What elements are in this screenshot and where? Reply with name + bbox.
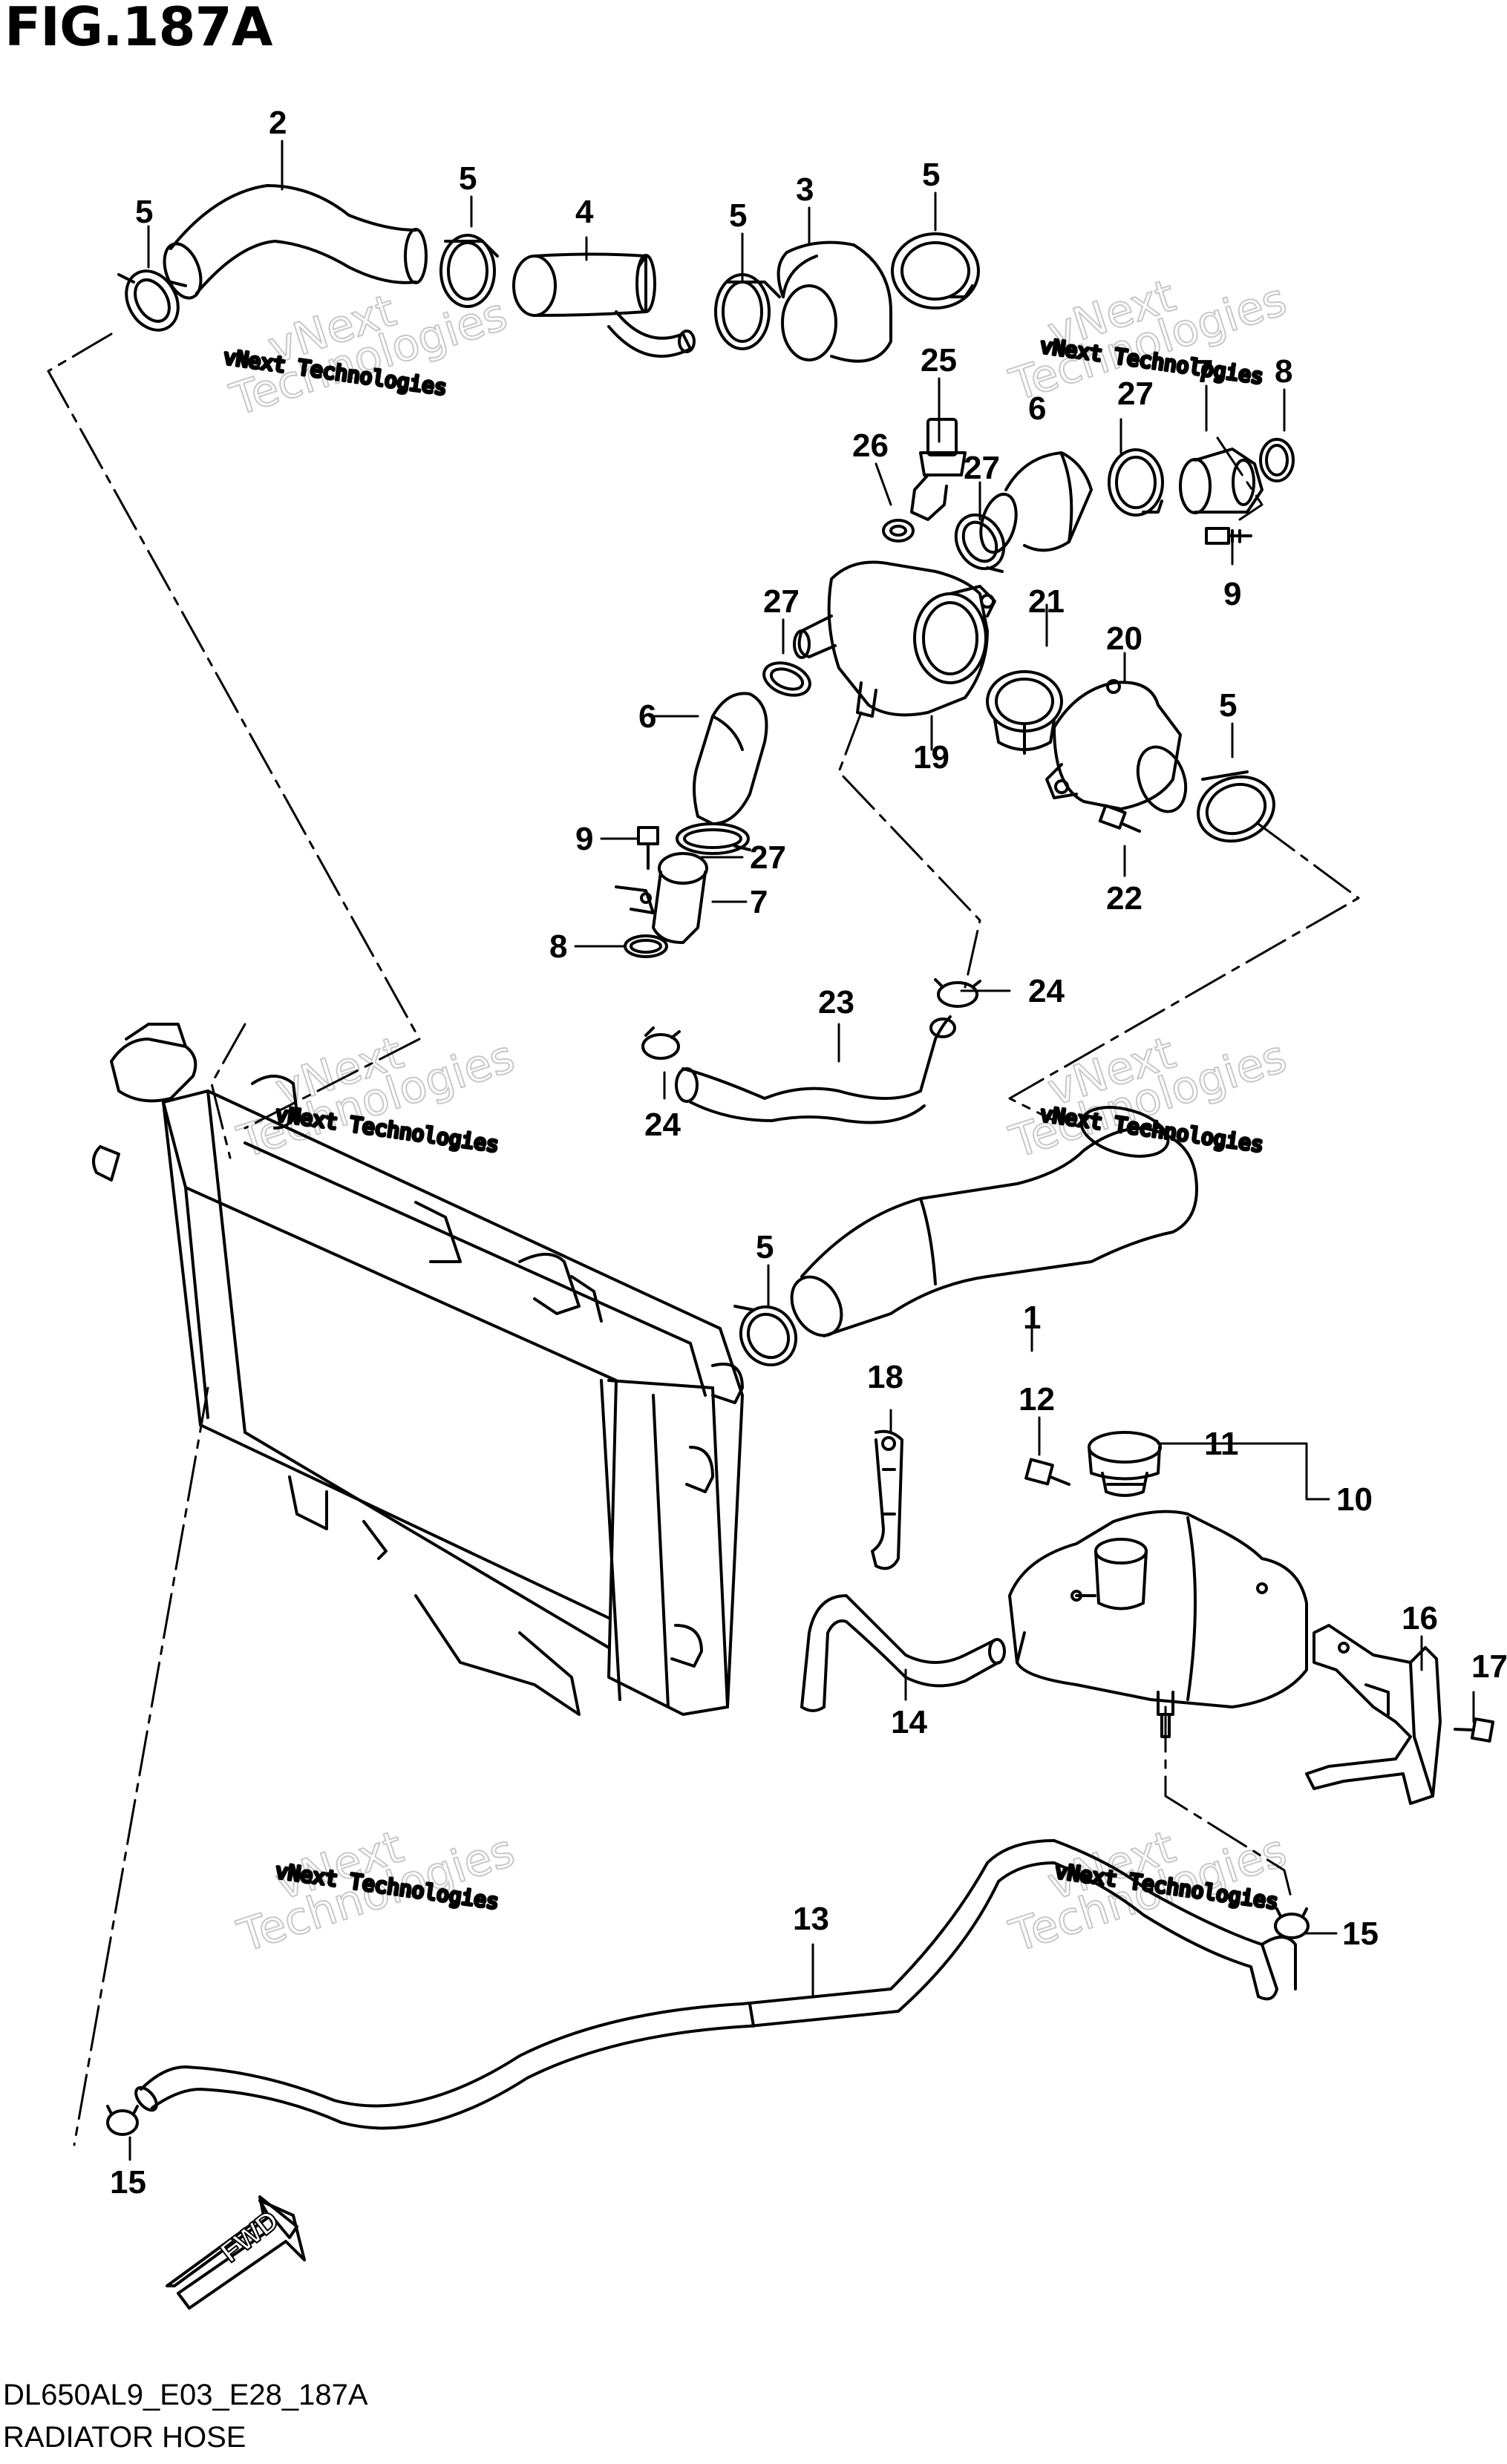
callout-5: 5 bbox=[729, 197, 747, 234]
callout-27: 27 bbox=[1117, 376, 1154, 412]
part-11-cap bbox=[1088, 1431, 1162, 1497]
clamp-27 bbox=[954, 513, 1006, 573]
clamp-27 bbox=[1108, 448, 1164, 517]
part-8-oring-upper bbox=[1259, 438, 1295, 482]
callout-26: 26 bbox=[852, 427, 889, 464]
radiator bbox=[92, 1023, 744, 1716]
clamp-5 bbox=[1197, 770, 1275, 843]
part-21-thermostat bbox=[986, 670, 1063, 755]
callout-20: 20 bbox=[1106, 620, 1142, 657]
callout-7: 7 bbox=[1195, 353, 1213, 390]
part-7-fitting-lower bbox=[615, 852, 708, 944]
callout-27: 27 bbox=[964, 450, 1000, 486]
part-18-strap bbox=[871, 1429, 903, 1570]
watermark-group: vNext Technologies vNext Technologies vN… bbox=[220, 269, 1293, 1964]
callout-12: 12 bbox=[1019, 1381, 1055, 1418]
clamp-5 bbox=[117, 269, 187, 332]
assembly-line bbox=[1216, 436, 1264, 521]
clamp-27 bbox=[762, 661, 811, 697]
clamp-15 bbox=[1274, 1907, 1310, 1939]
callout-18: 18 bbox=[867, 1359, 903, 1395]
callout-13: 13 bbox=[793, 1901, 829, 1937]
callout-8: 8 bbox=[1275, 353, 1292, 390]
part-9-bolt-upper bbox=[1205, 527, 1252, 545]
callout-6: 6 bbox=[1028, 390, 1046, 427]
callout-15: 15 bbox=[1342, 1916, 1379, 1952]
part-6-hose-upper bbox=[979, 451, 1093, 554]
part-23-bypass-hose bbox=[675, 1015, 956, 1124]
part-2-upper-hose bbox=[163, 184, 428, 300]
callout-5: 5 bbox=[459, 160, 477, 197]
callout-10: 10 bbox=[1336, 1481, 1373, 1518]
callout-24: 24 bbox=[1028, 973, 1065, 1009]
callout-5: 5 bbox=[756, 1229, 774, 1265]
callout-11: 11 bbox=[1204, 1426, 1239, 1462]
callout-2: 2 bbox=[269, 105, 287, 141]
callout-19: 19 bbox=[913, 739, 949, 776]
clamp-27 bbox=[676, 822, 751, 855]
part-19-thermostat-housing bbox=[793, 560, 996, 718]
callout-4: 4 bbox=[575, 194, 594, 230]
callout-numbers: 2 5 5 4 5 3 5 25 26 27 6 27 7 8 9 27 21 … bbox=[110, 105, 1507, 2201]
callout-7: 7 bbox=[750, 884, 768, 920]
assembly-line bbox=[210, 1023, 246, 1159]
fwd-arrow: FWD bbox=[166, 2195, 306, 2310]
figure-title: FIG.187A bbox=[4, 0, 272, 58]
assembly-line bbox=[837, 711, 981, 989]
part-10-reservoir-tank bbox=[1008, 1510, 1308, 1738]
part-3-elbow bbox=[777, 240, 892, 363]
callout-1: 1 bbox=[1023, 1300, 1041, 1336]
callout-16: 16 bbox=[1402, 1600, 1438, 1636]
clamp-5 bbox=[891, 232, 980, 309]
leader-lines bbox=[128, 140, 1475, 2161]
callout-21: 21 bbox=[1028, 583, 1065, 620]
part-9-bolt-lower bbox=[637, 826, 659, 870]
clamp-5 bbox=[733, 1305, 798, 1367]
callout-15: 15 bbox=[110, 2164, 146, 2201]
part-14-hose bbox=[800, 1594, 1006, 1712]
clamp-24 bbox=[934, 978, 981, 1008]
part-20-thermostat-cover bbox=[1045, 679, 1188, 813]
part-26-washer bbox=[882, 519, 915, 543]
callout-23: 23 bbox=[818, 984, 854, 1020]
part-4-pipe bbox=[512, 252, 696, 358]
part-22-bolt bbox=[1098, 804, 1141, 833]
assembly-line bbox=[47, 332, 421, 1130]
part-13-long-hose bbox=[134, 1839, 1297, 2130]
part-6-hose-lower bbox=[693, 692, 768, 825]
part-12-bolt bbox=[1024, 1458, 1070, 1486]
part-25-sensor bbox=[910, 418, 967, 521]
part-16-bracket bbox=[1305, 1624, 1442, 1805]
callout-27: 27 bbox=[763, 583, 800, 620]
callout-22: 22 bbox=[1106, 880, 1142, 917]
callout-5: 5 bbox=[922, 157, 940, 193]
figure-name: RADIATOR HOSE bbox=[3, 2421, 246, 2454]
callout-5: 5 bbox=[1219, 687, 1237, 724]
part-8-oring-lower bbox=[624, 934, 668, 958]
callout-17: 17 bbox=[1471, 1648, 1507, 1685]
assembly-line bbox=[1164, 1706, 1293, 1901]
clamp-5 bbox=[439, 234, 499, 308]
clamp-24 bbox=[641, 1026, 681, 1060]
callout-6: 6 bbox=[638, 698, 656, 735]
clamp-15 bbox=[106, 2105, 139, 2136]
callout-3: 3 bbox=[796, 171, 814, 208]
part-7-fitting-upper bbox=[1179, 448, 1264, 514]
clamp-5 bbox=[714, 273, 781, 350]
callout-25: 25 bbox=[921, 342, 957, 379]
figure-code: DL650AL9_E03_E28_187A bbox=[3, 2379, 368, 2411]
callout-9: 9 bbox=[575, 821, 593, 857]
callout-24: 24 bbox=[644, 1107, 681, 1143]
callout-9: 9 bbox=[1223, 576, 1241, 612]
callout-8: 8 bbox=[549, 928, 567, 965]
assembly-lines bbox=[47, 332, 1360, 2146]
callout-14: 14 bbox=[891, 1704, 927, 1740]
part-1-lower-hose bbox=[790, 1106, 1198, 1337]
part-17-bolt bbox=[1454, 1717, 1495, 1743]
callout-5: 5 bbox=[135, 194, 153, 230]
callout-27: 27 bbox=[750, 839, 786, 876]
assembly-line bbox=[73, 1386, 209, 2146]
